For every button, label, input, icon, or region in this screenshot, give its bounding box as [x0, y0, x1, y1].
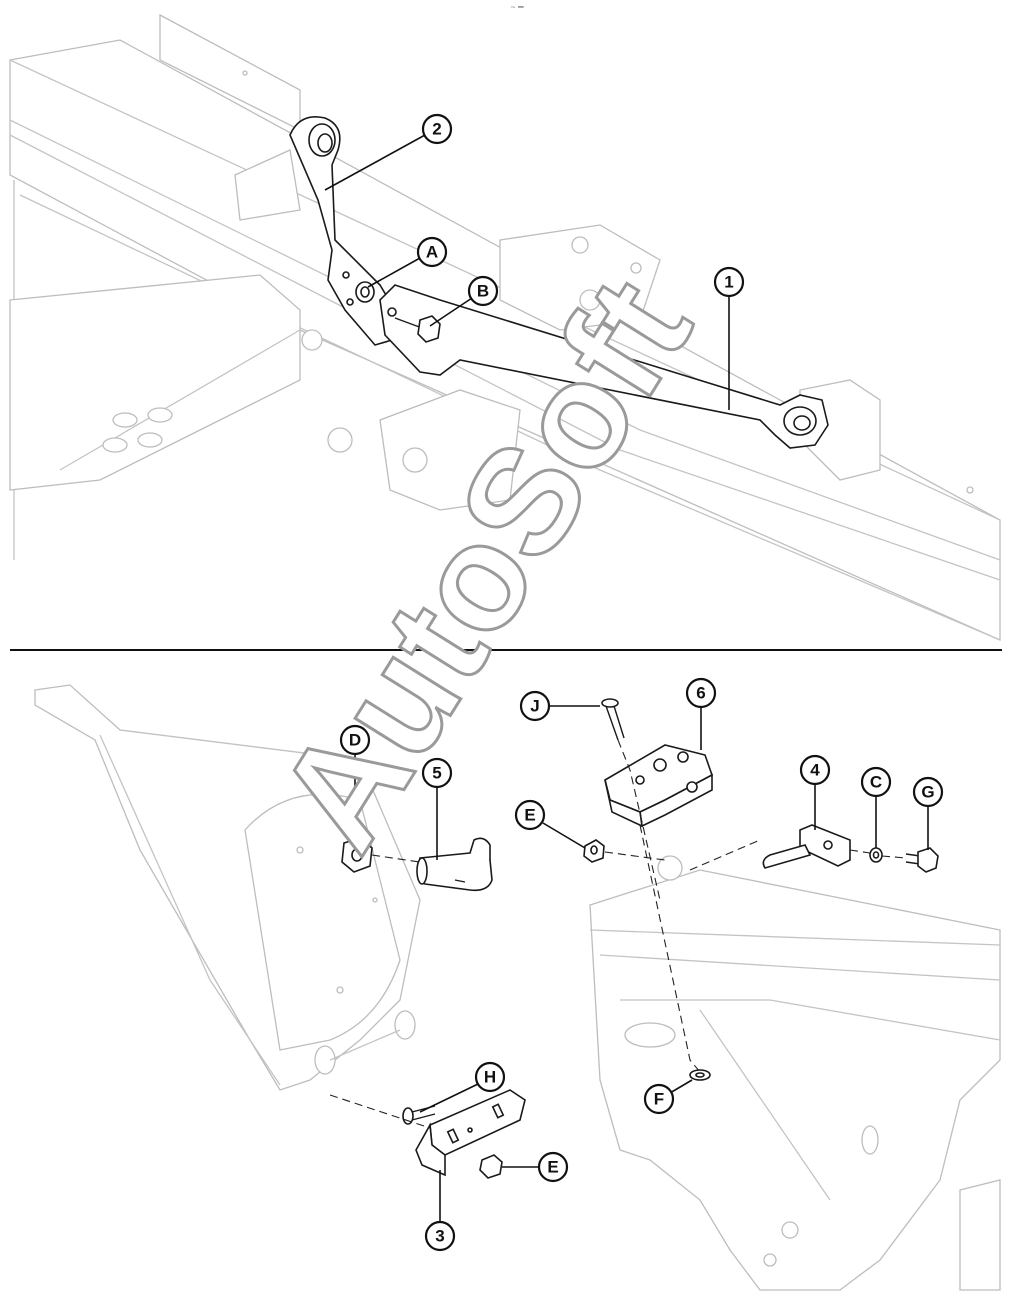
callout-C: C — [860, 766, 892, 848]
link-arm-part-1 — [379, 284, 829, 449]
lower-view: J 6 D 5 E 4 C — [34, 677, 1001, 1291]
lever-part-4 — [762, 824, 851, 869]
pin-part-5 — [416, 837, 493, 892]
svg-text:4: 4 — [810, 761, 820, 780]
svg-text:G: G — [921, 783, 934, 802]
svg-text:E: E — [524, 806, 535, 825]
svg-text:5: 5 — [432, 764, 441, 783]
svg-text:2: 2 — [432, 120, 441, 139]
callout-5: 5 — [421, 757, 453, 860]
svg-text:1: 1 — [724, 273, 733, 292]
svg-text:3: 3 — [435, 1227, 444, 1246]
spacer-E-bottom — [479, 1154, 503, 1179]
callout-4: 4 — [799, 754, 831, 830]
lower-right-frame — [589, 855, 1001, 1291]
hinge-plate-part-3 — [415, 1089, 526, 1177]
callout-2: 2 — [324, 113, 453, 191]
bolt-J — [601, 698, 625, 741]
callout-H: H — [419, 1061, 506, 1113]
callout-D: D — [339, 724, 371, 843]
svg-text:C: C — [870, 773, 882, 792]
nut-D — [341, 837, 373, 873]
svg-text:H: H — [484, 1068, 496, 1087]
svg-text:B: B — [477, 282, 489, 301]
callout-E-top: E — [514, 799, 586, 849]
callout-1: 1 — [713, 266, 745, 410]
bolt-G — [905, 847, 939, 873]
nut-F — [689, 1069, 711, 1081]
bolt-H — [402, 1105, 436, 1125]
callout-G: G — [912, 776, 944, 850]
upper-view: 2 A B 1 — [9, 13, 1001, 641]
svg-text:6: 6 — [696, 684, 705, 703]
svg-text:D: D — [349, 731, 361, 750]
callout-A: A — [367, 236, 448, 288]
callout-B: B — [429, 275, 499, 327]
svg-text:A: A — [426, 243, 438, 262]
callout-6: 6 — [685, 677, 717, 750]
bracket-part-6 — [604, 744, 713, 828]
spacer-E-top — [583, 839, 605, 863]
callout-E-bottom: E — [502, 1151, 569, 1183]
callout-J: J — [519, 690, 600, 722]
svg-text:J: J — [530, 697, 539, 716]
svg-text:E: E — [547, 1158, 558, 1177]
callout-3: 3 — [424, 1170, 456, 1252]
svg-text:F: F — [654, 1090, 664, 1109]
header-mark: ~ ━ — [510, 2, 524, 12]
callout-F: F — [643, 1079, 693, 1115]
washer-C — [869, 847, 883, 863]
